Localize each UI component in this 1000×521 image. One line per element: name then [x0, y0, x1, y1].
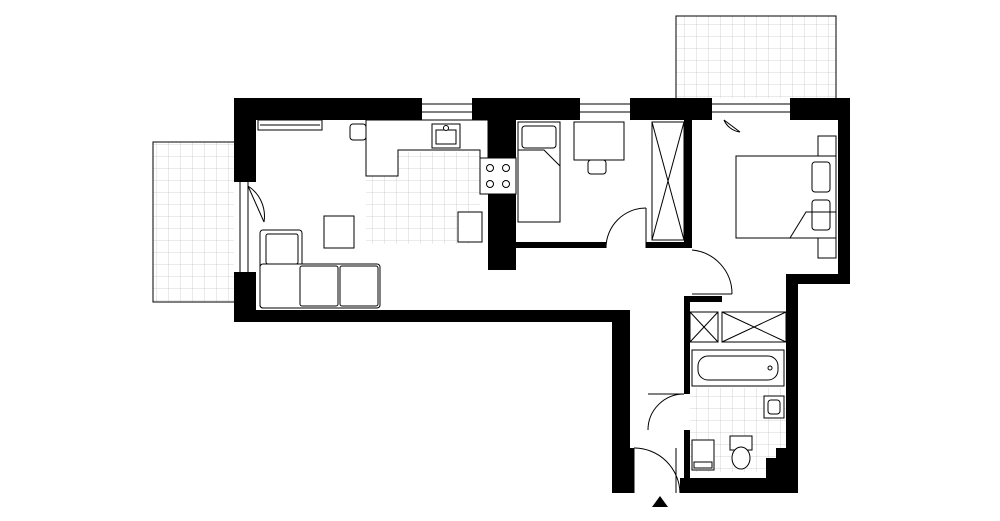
desk [573, 121, 625, 161]
fridge [457, 211, 483, 243]
balcony-top-right [675, 15, 837, 101]
stool [349, 123, 367, 141]
coffee-table [323, 215, 355, 249]
bedroom-small [517, 121, 685, 241]
stove [479, 157, 517, 195]
balcony-left [152, 141, 236, 303]
kitchen [257, 119, 517, 243]
nightstand [817, 237, 837, 259]
bedroom-main [735, 135, 837, 259]
entrance-arrow-icon [652, 496, 668, 507]
bathroom [691, 349, 785, 471]
walls [234, 98, 850, 493]
windows [234, 98, 790, 272]
living-room [259, 215, 381, 309]
toilet [731, 446, 751, 470]
doors [247, 119, 741, 494]
corridor-storage [689, 311, 787, 343]
sofa [259, 229, 381, 309]
nightstand [817, 135, 837, 157]
desk-chair [587, 159, 607, 175]
